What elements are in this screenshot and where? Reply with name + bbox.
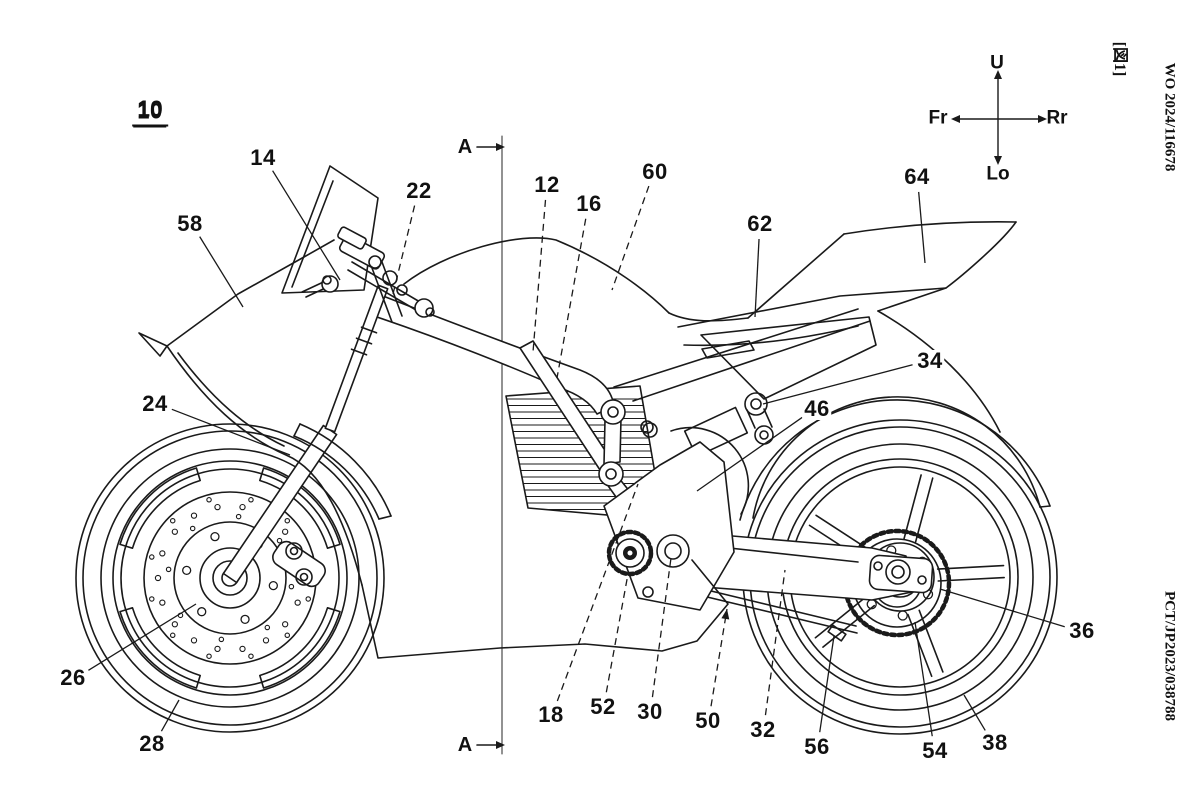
publication-number: WO 2024/116678 [1161,62,1178,172]
rear-fender [739,396,1051,521]
application-number: PCT/JP2023/038788 [1161,591,1178,721]
leader-line-16 [556,218,587,379]
windscreen [281,165,379,294]
ref-label-16: 16 [574,191,604,216]
leader-line-18 [556,483,639,702]
ref-label-38: 38 [980,730,1010,755]
leader-line-26 [88,603,197,671]
pivot-bracket [603,420,735,611]
bodywork-tail [403,221,1017,433]
rear-shock [744,392,774,445]
ref-label-22: 22 [404,178,434,203]
ref-label-46: 46 [802,396,832,421]
leader-line-58 [199,236,244,308]
ref-label-54: 54 [920,738,950,763]
leader-line-36 [939,588,1065,628]
ref-label-52: 52 [588,694,618,719]
leader-line-52 [605,573,629,693]
front-fairing [138,239,363,586]
front-fork [222,284,389,584]
compass-front-label: Fr [928,107,948,129]
ref-label-32: 32 [748,717,778,742]
section-marker-bottom: A [457,734,473,756]
compass-rear-label: Rr [1046,107,1068,129]
section-line [476,135,505,755]
leader-line-60 [611,185,650,291]
leader-line-38 [963,694,986,731]
ref-label-24: 24 [140,391,170,416]
ref-label-64: 64 [902,164,932,189]
ref-label-26: 26 [58,665,88,690]
section-marker-top: A [457,136,473,158]
compass-arrows [951,70,1047,165]
ref-label-18: 18 [536,702,566,727]
figure-tag: [図1] [1111,41,1128,77]
front-fender [293,423,392,520]
leader-line-46 [696,416,803,492]
ref-label-60: 60 [640,159,670,184]
ref-label-30: 30 [635,699,665,724]
belly-pan [361,559,729,659]
ref-label-10: 10 [133,100,167,128]
steering-cluster [301,226,435,323]
ref-label-14: 14 [248,145,278,170]
leader-line-12 [532,199,547,353]
leader-line-64 [918,191,926,264]
swingarm-pivot [656,534,690,568]
leader-line-32 [764,569,786,716]
leader-line-54 [914,621,933,737]
motor-unit [642,406,750,515]
compass-up-label: U [990,52,1004,74]
section-arrow-bottom [476,741,505,749]
ref-label-28: 28 [137,731,167,756]
leader-line-56 [819,635,835,733]
front-sprocket [606,529,654,577]
compass-down-label: Lo [986,163,1010,185]
leader-arrowhead-50 [721,609,730,620]
ref-label-34: 34 [915,348,945,373]
leader-line-34 [762,364,913,405]
leader-line-62 [754,238,760,318]
ref-label-36: 36 [1067,618,1097,643]
leader-line-14 [272,170,341,281]
ref-label-56: 56 [802,734,832,759]
figure-number: 10 [132,97,168,127]
ref-label-62: 62 [745,211,775,236]
leader-line-28 [160,699,180,732]
section-arrow-top [476,143,505,151]
ref-label-58: 58 [175,211,205,236]
front-brake-caliper [272,540,326,588]
rear-axle [868,554,934,594]
leader-line-22 [392,205,416,295]
leader-line-30 [651,557,672,698]
ref-label-12: 12 [532,172,562,197]
leader-line-50 [710,608,728,707]
ref-label-50: 50 [693,708,723,733]
leader-line-24 [171,408,291,456]
